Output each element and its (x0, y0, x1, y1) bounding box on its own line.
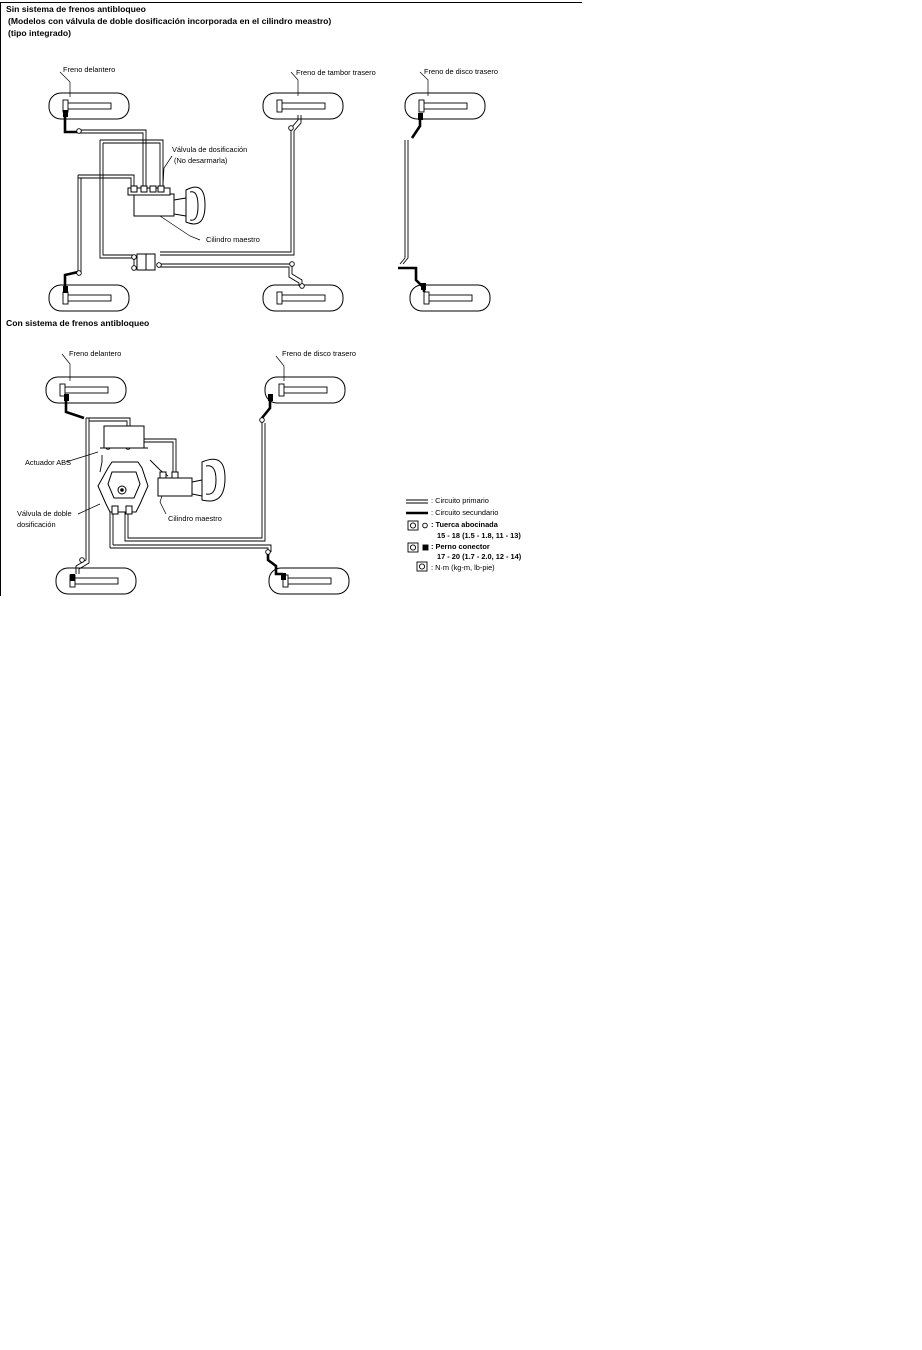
master-cylinder-bottom (157, 458, 226, 502)
frame-left-border (0, 2, 1, 596)
frame-top-border (0, 2, 582, 3)
label-freno-disco-trasero-top: Freno de disco trasero (424, 67, 498, 76)
label-actuador-abs: Actuador ABS (25, 458, 71, 467)
rear-disc-wheel-bottom (264, 376, 346, 404)
rear-drum-right-wheel-top (262, 284, 344, 312)
legend-perno-conector: : Perno conector (431, 542, 490, 551)
label-freno-delantero-bottom: Freno delantero (69, 349, 121, 358)
top-brake-diagram (48, 71, 491, 312)
label-freno-delantero-top: Freno delantero (63, 65, 115, 74)
legend-tuerca-abocinada: : Tuerca abocinada (431, 520, 499, 529)
label-cilindro-maestro-top: Cilindro maestro (206, 235, 260, 244)
label-freno-disco-trasero-bottom: Freno de disco trasero (282, 349, 356, 358)
legend-unidades: : N·m (kg-m, lb-pie) (431, 563, 495, 572)
label-dosificacion: dosificación (17, 520, 56, 529)
front-left-wheel-bottom (45, 376, 127, 404)
torque-unit-icon (416, 561, 428, 572)
sin-abs-subtitle: (Modelos con válvula de doble dosificaci… (8, 16, 332, 26)
label-valvula-doble: Válvula de doble (17, 509, 72, 518)
sin-abs-subtitle-2: (tipo integrado) (8, 28, 72, 38)
rear-disc-wheel-top (404, 92, 486, 120)
flare-nut-icon (407, 520, 428, 531)
label-cilindro-maestro-bottom: Cilindro maestro (168, 514, 222, 523)
dual-proportioning-valve (97, 461, 149, 515)
front-left-wheel-top (48, 92, 130, 120)
connector-bolt-icon (407, 542, 429, 553)
rear-drum-wheel-top (262, 92, 344, 120)
legend-tuerca-torque: 15 - 18 (1.5 - 1.8, 11 - 13) (437, 531, 521, 540)
label-no-desarmarla: (No desarmarla) (174, 156, 227, 165)
proportioning-valve-top (136, 253, 156, 271)
label-freno-tambor-trasero: Freno de tambor trasero (296, 68, 376, 77)
rear-disc-right-wheel-bottom (268, 567, 350, 595)
legend-primary-swatch (406, 499, 428, 504)
legend-circuito-primario: : Circuito primario (431, 496, 489, 505)
con-abs-title: Con sistema de frenos antibloqueo (6, 318, 150, 328)
front-right-wheel-top (48, 284, 130, 312)
sin-abs-title: Sin sistema de frenos antibloqueo (6, 4, 146, 14)
legend (406, 499, 429, 572)
master-cylinder-top (127, 185, 206, 225)
front-right-wheel-bottom (55, 567, 137, 595)
legend-circuito-secundario: : Circuito secundario (431, 508, 498, 517)
abs-actuator (100, 425, 148, 449)
bottom-brake-diagram (45, 353, 429, 595)
legend-perno-torque: 17 - 20 (1.7 - 2.0, 12 - 14) (437, 552, 522, 561)
label-valvula-dosificacion: Válvula de dosificación (172, 145, 247, 154)
